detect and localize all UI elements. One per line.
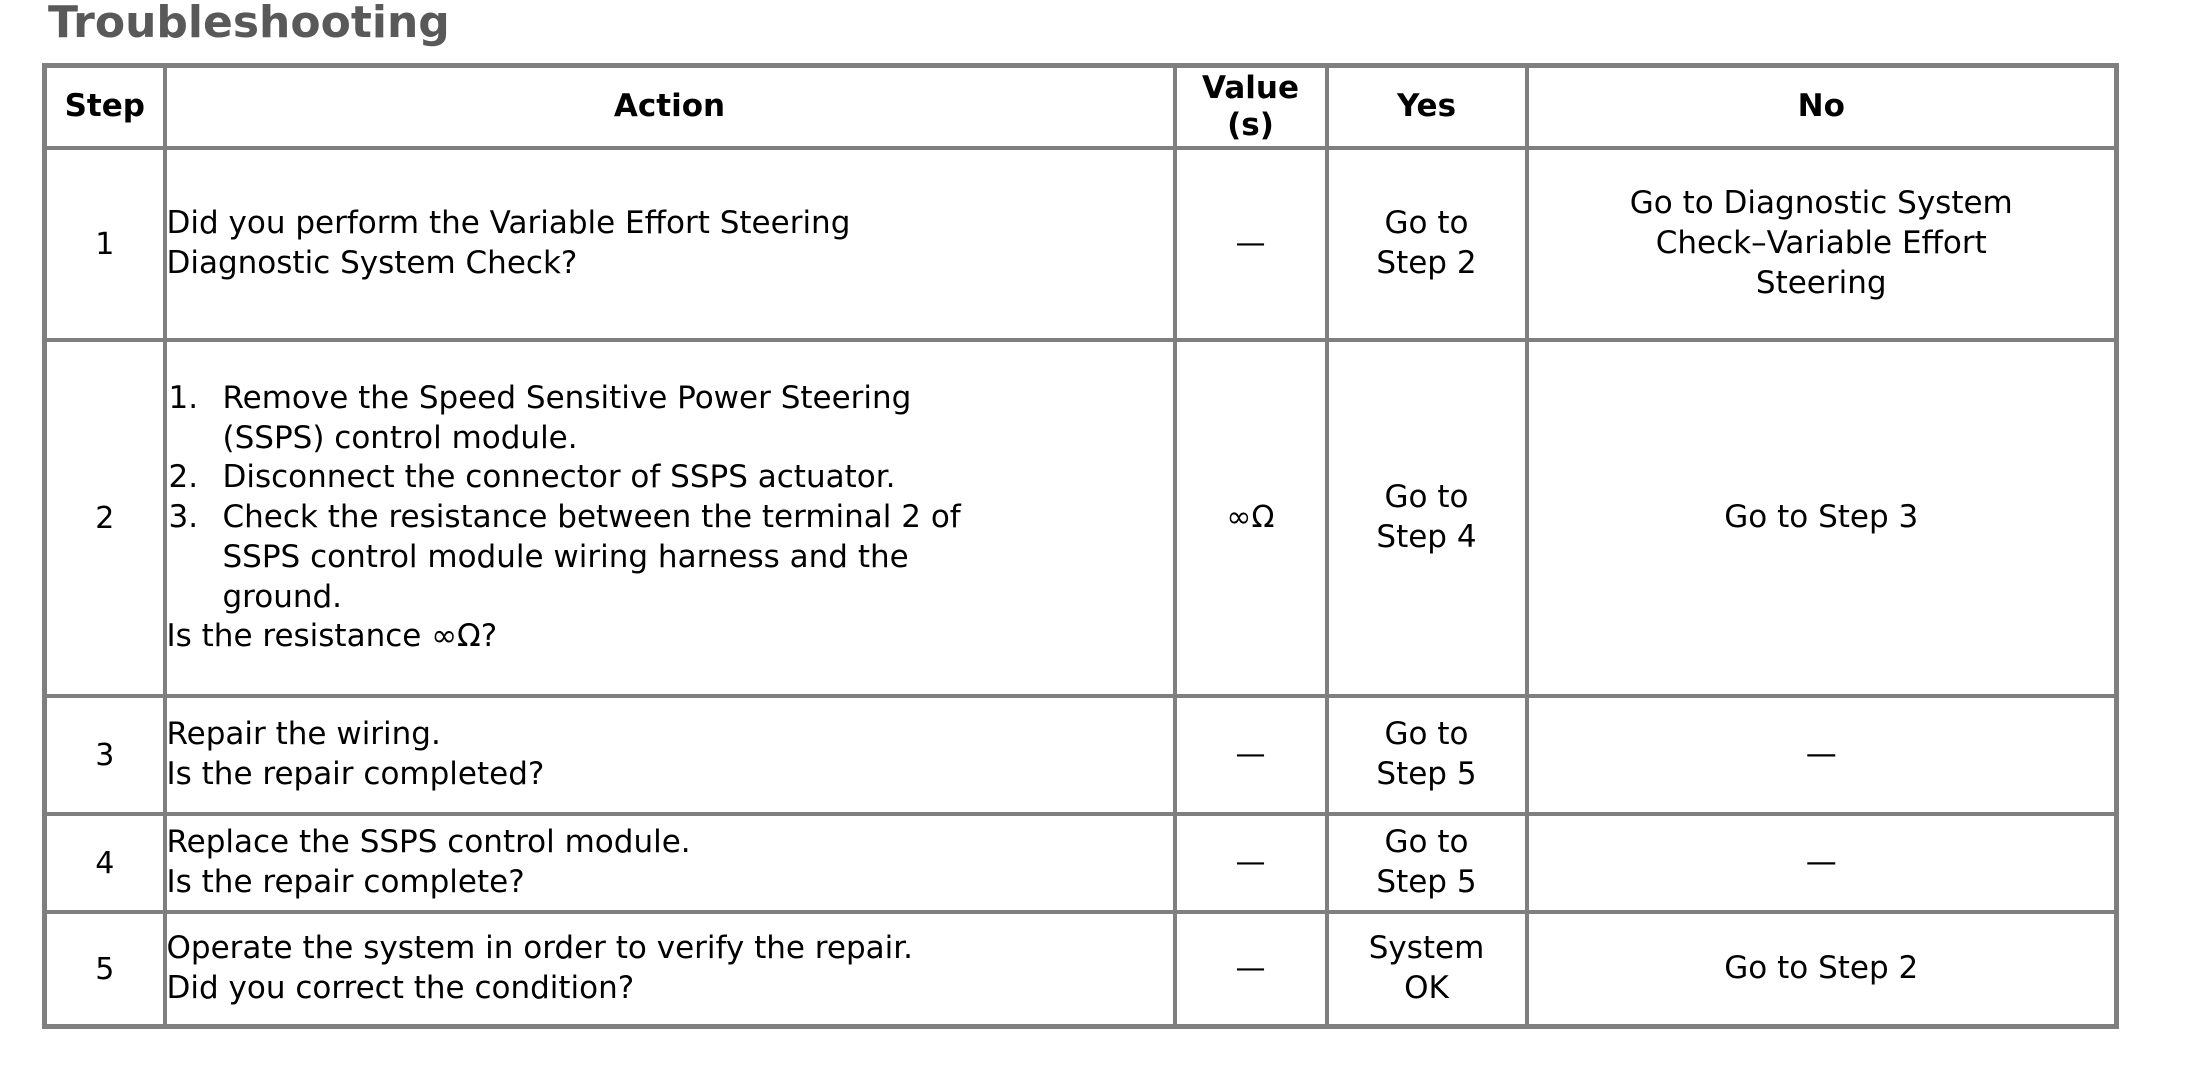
column-header-step: Step (42, 63, 167, 150)
cell-no: Go to Step 3 (1524, 338, 2119, 698)
table-row: 3 Repair the wiring. Is the repair compl… (42, 694, 2119, 816)
action-text: Repair the wiring. Is the repair complet… (166, 716, 545, 792)
cell-no: Go to Step 2 (1524, 910, 2119, 1029)
table-row: 4 Replace the SSPS control module. Is th… (42, 812, 2119, 914)
cell-yes: Go to Step 5 (1324, 694, 1529, 816)
cell-action: Did you perform the Variable Effort Stee… (162, 146, 1177, 342)
cell-value: — (1172, 694, 1329, 816)
cell-value: — (1172, 910, 1329, 1029)
troubleshooting-table: Step Action Value (s) Yes No 1 Did you p… (42, 63, 2119, 1029)
cell-step: 3 (42, 694, 167, 816)
table-row: 1 Did you perform the Variable Effort St… (42, 146, 2119, 342)
column-header-yes: Yes (1324, 63, 1529, 150)
column-header-action: Action (162, 63, 1177, 150)
cell-value: ∞Ω (1172, 338, 1329, 698)
page-title: Troubleshooting (48, 0, 450, 48)
cell-action: Remove the Speed Sensitive Power Steerin… (162, 338, 1177, 698)
column-header-value-line1: Value (1202, 69, 1299, 106)
action-list-item: Check the resistance between the termina… (169, 498, 961, 615)
table-body: 1 Did you perform the Variable Effort St… (42, 146, 2119, 1029)
cell-step: 1 (42, 146, 167, 342)
table-row: 2 Remove the Speed Sensitive Power Steer… (42, 338, 2119, 698)
cell-yes: System OK (1324, 910, 1529, 1029)
action-text: Replace the SSPS control module. Is the … (166, 824, 691, 900)
table-header: Step Action Value (s) Yes No (42, 63, 2119, 150)
cell-step: 5 (42, 910, 167, 1029)
action-list-item: Disconnect the connector of SSPS actuato… (169, 458, 896, 497)
cell-no: Go to Diagnostic System Check–Variable E… (1524, 146, 2119, 342)
action-step-list: Remove the Speed Sensitive Power Steerin… (167, 379, 1173, 617)
cell-yes: Go to Step 5 (1324, 812, 1529, 914)
column-header-no: No (1524, 63, 2119, 150)
column-header-value-line2: (s) (1227, 107, 1274, 143)
troubleshooting-table-wrapper: Step Action Value (s) Yes No 1 Did you p… (42, 63, 2119, 1029)
cell-yes: Go to Step 2 (1324, 146, 1529, 342)
cell-action: Operate the system in order to verify th… (162, 910, 1177, 1029)
cell-no: — (1524, 694, 2119, 816)
cell-no: — (1524, 812, 2119, 914)
action-text: Did you perform the Variable Effort Stee… (166, 205, 851, 281)
action-question: Is the resistance ∞Ω? (166, 618, 498, 655)
cell-action: Replace the SSPS control module. Is the … (162, 812, 1177, 914)
cell-step: 2 (42, 338, 167, 698)
cell-step: 4 (42, 812, 167, 914)
cell-yes: Go to Step 4 (1324, 338, 1529, 698)
table-row: 5 Operate the system in order to verify … (42, 910, 2119, 1029)
cell-value: — (1172, 812, 1329, 914)
cell-action: Repair the wiring. Is the repair complet… (162, 694, 1177, 816)
cell-value: — (1172, 146, 1329, 342)
action-text: Operate the system in order to verify th… (166, 930, 913, 1006)
table-header-row: Step Action Value (s) Yes No (42, 63, 2119, 150)
column-header-value: Value (s) (1172, 63, 1329, 150)
action-list-item: Remove the Speed Sensitive Power Steerin… (169, 379, 912, 456)
